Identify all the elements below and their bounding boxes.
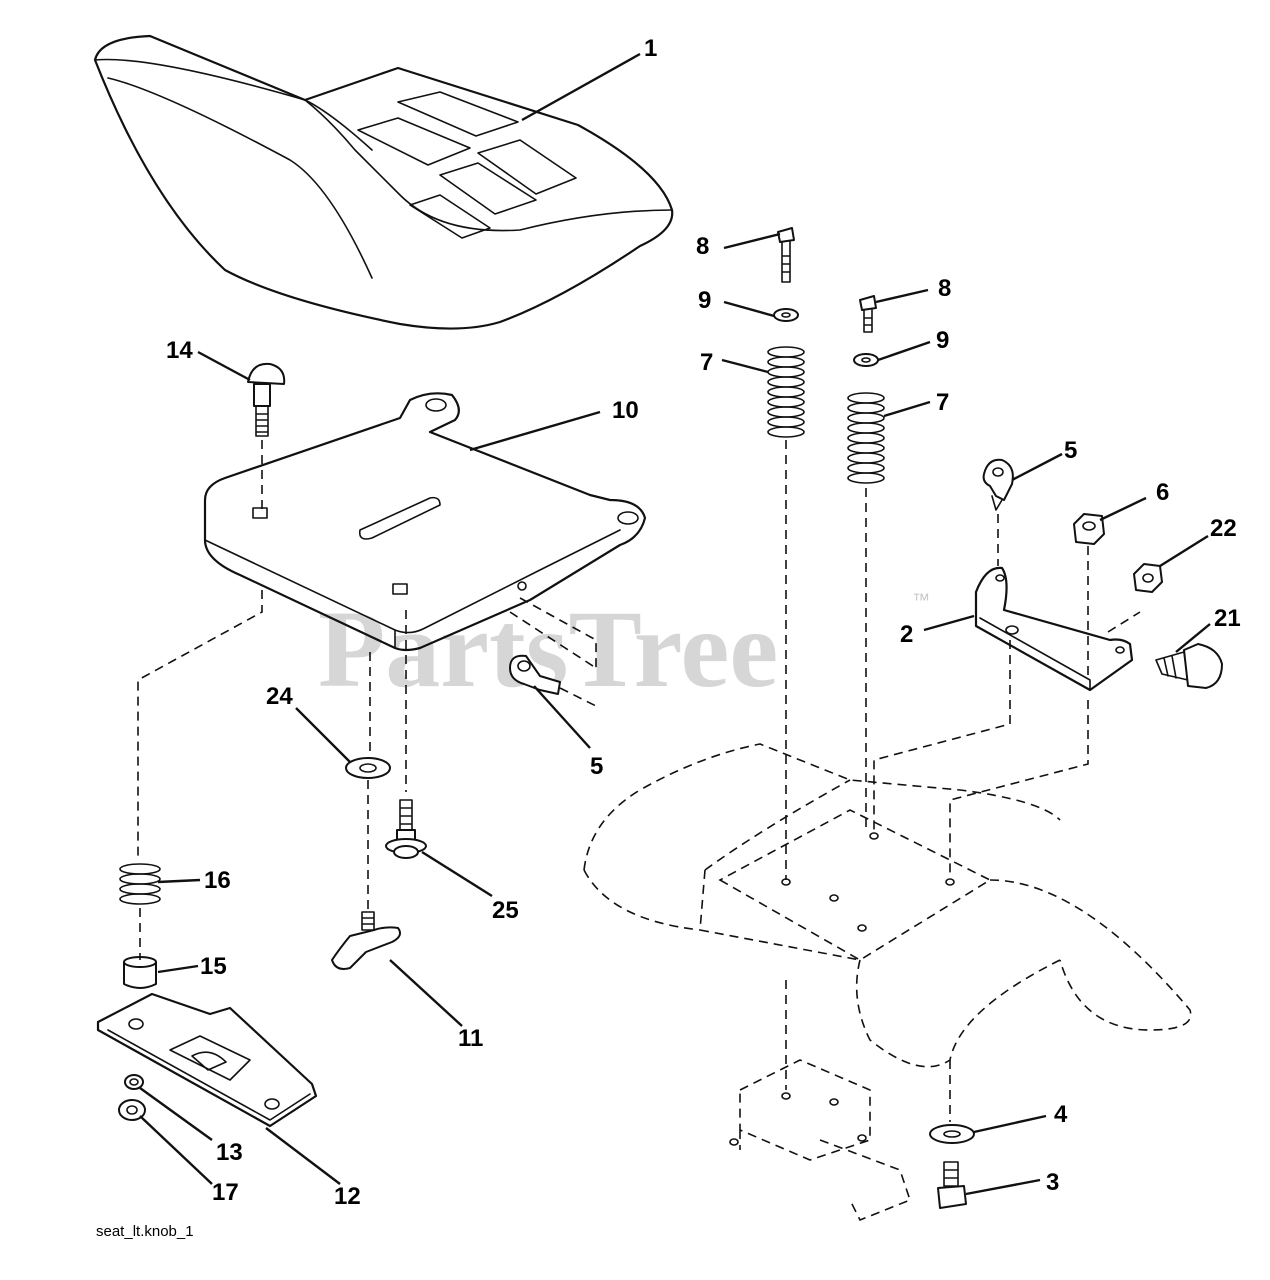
bolt-8-right-part — [859, 295, 877, 333]
nut-6-part — [1073, 513, 1105, 545]
callout-14: 14 — [166, 337, 193, 364]
bolt-3-part — [937, 1161, 967, 1209]
callout-8-left: 8 — [696, 233, 709, 260]
callout-8-right: 8 — [938, 275, 951, 302]
callout-24: 24 — [266, 683, 293, 710]
nut-13-part — [124, 1074, 144, 1090]
callout-5-right: 5 — [1064, 437, 1077, 464]
spring-7-right-part — [847, 392, 885, 484]
bolt-21-part — [1155, 643, 1223, 689]
watermark-trademark: ™ — [912, 590, 930, 610]
callout-13: 13 — [216, 1139, 243, 1166]
shoulder-bolt-part — [385, 799, 427, 859]
callout-10: 10 — [612, 397, 639, 424]
seat-part — [93, 34, 674, 330]
diagram-caption: seat_lt.knob_1 — [96, 1223, 194, 1240]
bracket-part — [974, 566, 1134, 692]
callout-7-left: 7 — [700, 349, 713, 376]
spring-part — [119, 863, 161, 905]
callout-labels: 1 14 10 8 9 7 8 9 7 5 6 22 21 2 5 24 25 … — [166, 35, 1241, 1210]
callout-16: 16 — [204, 867, 231, 894]
bolt-8-left-part — [777, 227, 795, 283]
wing-knob-part — [331, 911, 401, 970]
callout-3: 3 — [1046, 1169, 1059, 1196]
leader-lines — [139, 52, 1211, 1196]
callout-6: 6 — [1156, 479, 1169, 506]
callout-17: 17 — [212, 1179, 239, 1206]
callout-1: 1 — [644, 35, 657, 62]
spacer-part — [123, 956, 157, 989]
callout-15: 15 — [200, 953, 227, 980]
washer-24-part — [345, 757, 391, 779]
clip-right-part — [982, 458, 1014, 511]
callout-4: 4 — [1054, 1101, 1068, 1128]
callout-11: 11 — [458, 1025, 483, 1052]
slide-plate-part — [96, 992, 318, 1128]
callout-9-left: 9 — [698, 287, 711, 314]
callout-12: 12 — [334, 1183, 361, 1210]
nut-17-part — [118, 1099, 146, 1121]
seat-pan-part — [203, 392, 647, 652]
callout-22: 22 — [1210, 515, 1237, 542]
callout-9-right: 9 — [936, 327, 949, 354]
washer-9-left-part — [773, 308, 799, 322]
frame-part — [583, 743, 1192, 1222]
callout-25: 25 — [492, 897, 519, 924]
nut-22-part — [1133, 563, 1163, 593]
carriage-bolt-part — [247, 362, 286, 437]
callout-7-right: 7 — [936, 389, 949, 416]
assembly-lines — [137, 440, 1141, 1122]
callout-5-left: 5 — [590, 753, 603, 780]
washer-4-part — [929, 1124, 975, 1144]
spring-7-left-part — [767, 346, 805, 438]
clip-left-part — [509, 654, 561, 695]
callout-21: 21 — [1214, 605, 1241, 632]
callout-2: 2 — [900, 621, 913, 648]
washer-9-right-part — [853, 353, 879, 367]
